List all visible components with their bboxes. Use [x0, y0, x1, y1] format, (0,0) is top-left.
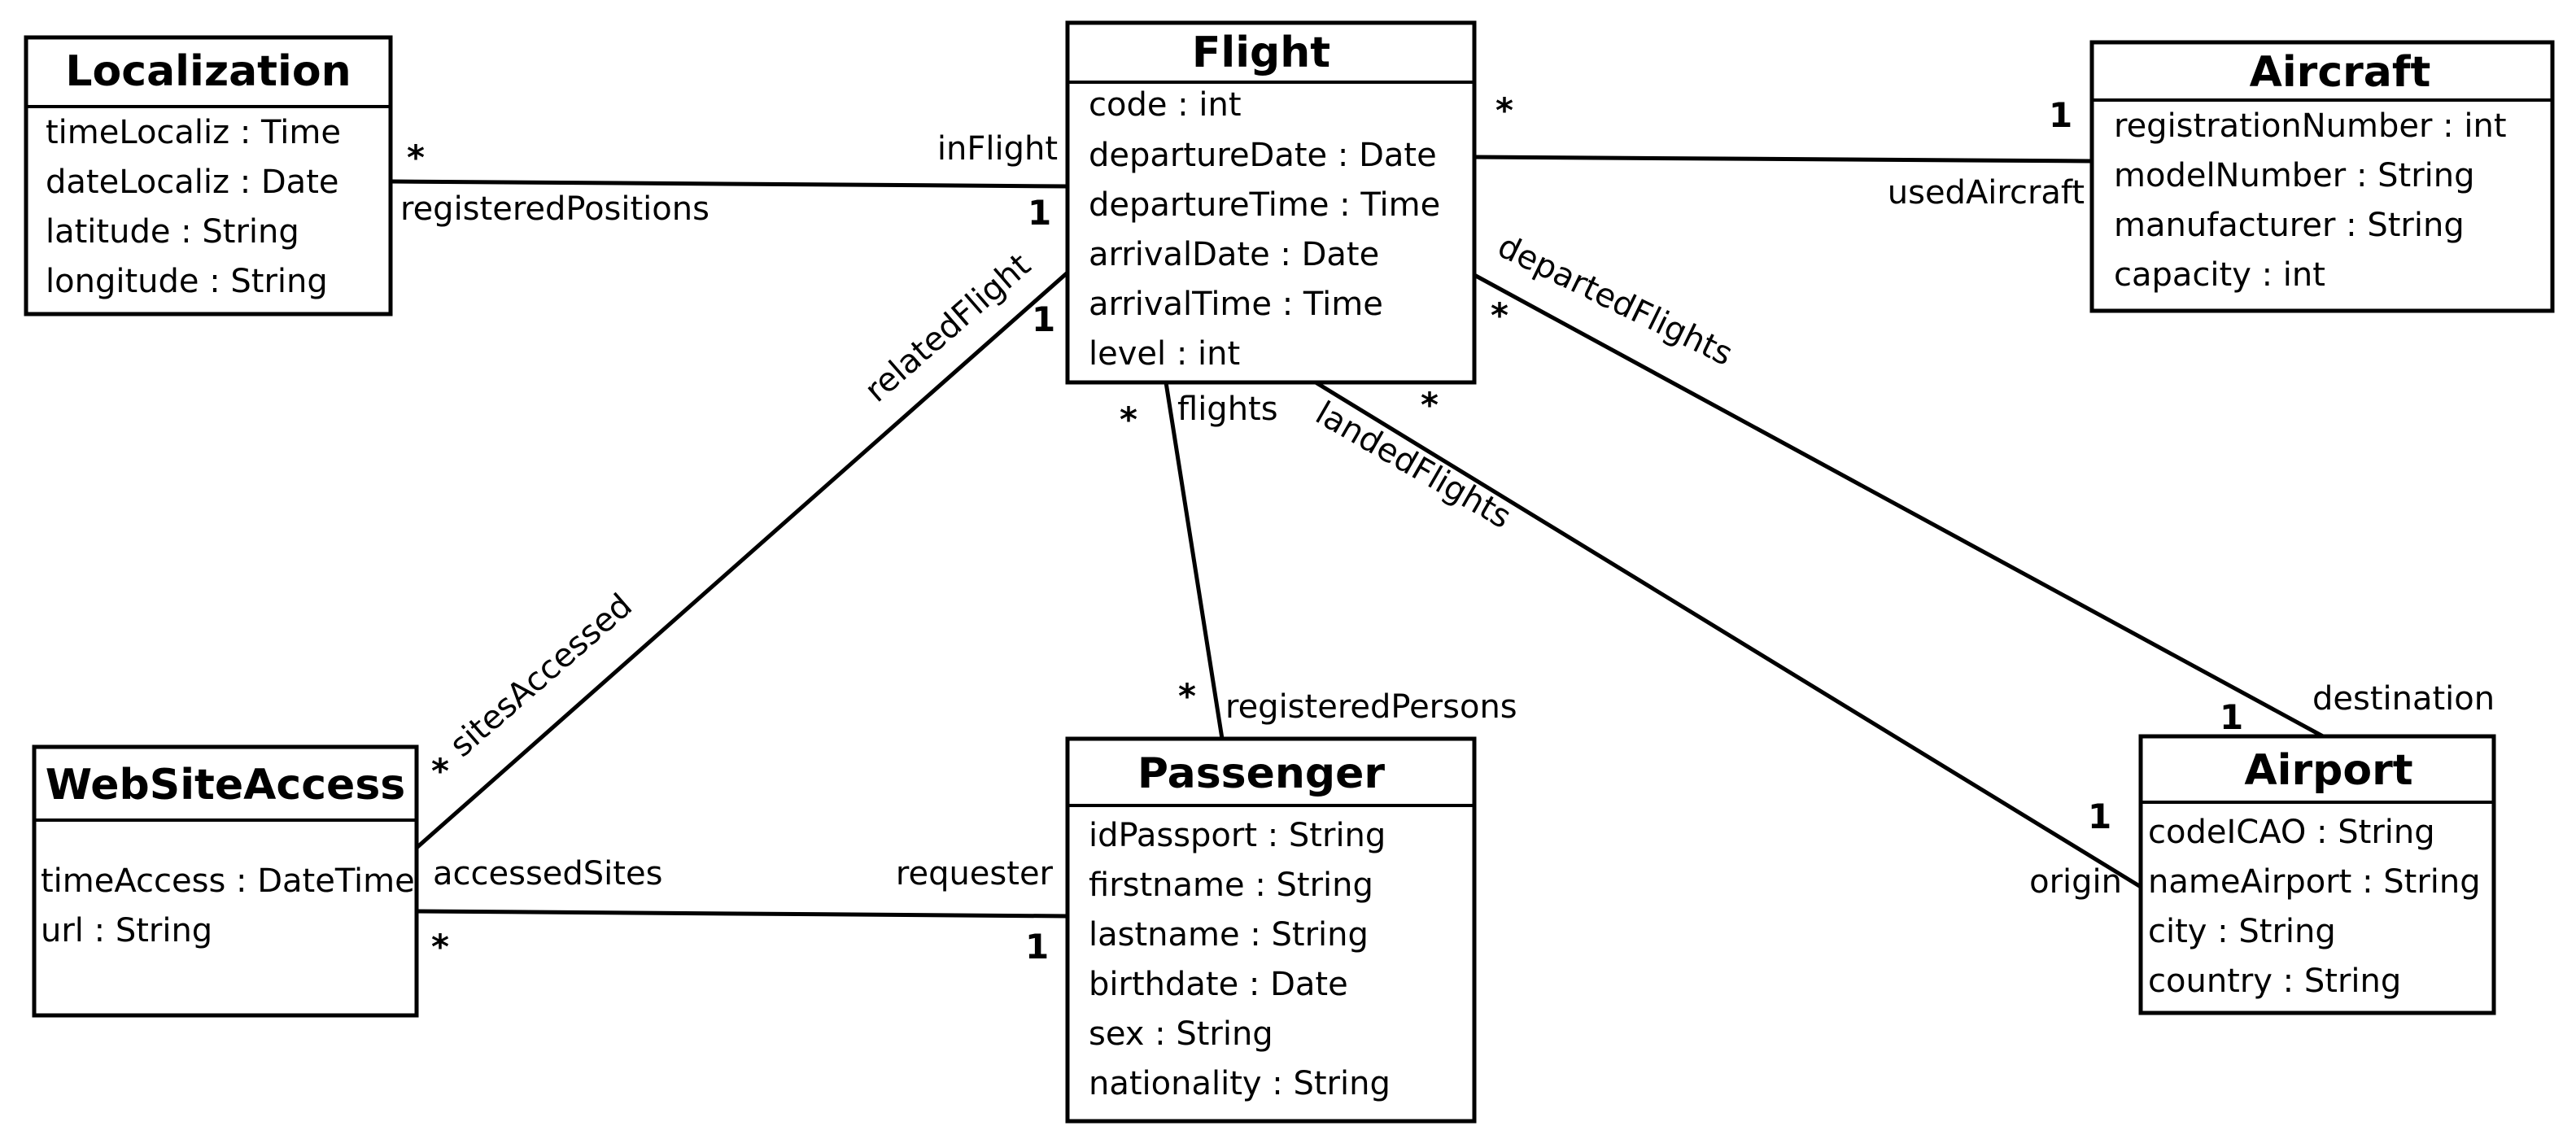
- multiplicity-flight-end: *: [1491, 295, 1508, 335]
- role-registered-persons: registeredPersons: [1225, 688, 1517, 726]
- class-attribute: lastname : String: [1089, 916, 1369, 954]
- association-flight-passenger: [1164, 382, 1225, 740]
- class-attribute: nameAirport : String: [2148, 863, 2481, 901]
- multiplicity-flight-end: 1: [1028, 193, 1051, 233]
- class-attribute: city : String: [2148, 913, 2336, 950]
- class-attribute: latitude : String: [46, 213, 299, 251]
- class-attribute: capacity : int: [2114, 256, 2325, 294]
- class-attribute: timeAccess : DateTime: [41, 862, 415, 900]
- association-flight-airport-landed: [1314, 380, 2142, 889]
- class-flight: Flight code : int departureDate : Date d…: [1065, 20, 1477, 385]
- class-attribute: departureDate : Date: [1089, 137, 1437, 174]
- role-related-flight: relatedFlight: [858, 247, 1037, 410]
- class-attribute: birthdate : Date: [1089, 966, 1348, 1003]
- class-aircraft: Aircraft registrationNumber : int modelN…: [2089, 40, 2555, 313]
- multiplicity-passenger-end: *: [1178, 676, 1196, 716]
- class-attribute: country : String: [2148, 962, 2401, 1000]
- class-attribute: timeLocaliz : Time: [46, 114, 341, 151]
- class-attribute: arrivalDate : Date: [1089, 236, 1379, 273]
- class-attribute: url : String: [41, 912, 212, 949]
- role-origin: origin: [2029, 863, 2122, 901]
- class-attribute: modelNumber : String: [2114, 157, 2475, 194]
- class-name: Localization: [65, 47, 351, 96]
- role-requester: requester: [896, 855, 1054, 893]
- multiplicity-websiteaccess-end: *: [431, 927, 449, 967]
- class-attribute: sex : String: [1089, 1015, 1273, 1053]
- association-websiteaccess-flight: [415, 271, 1069, 849]
- class-attribute: codeICAO : String: [2148, 814, 2435, 851]
- class-box: [2089, 40, 2555, 313]
- class-box: [2138, 734, 2496, 1015]
- class-attribute: departureTime : Time: [1089, 186, 1440, 224]
- multiplicity-airport-end: 1: [2220, 697, 2243, 737]
- class-attribute: manufacturer : String: [2114, 207, 2465, 244]
- class-websiteaccess: WebSiteAccess timeAccess : DateTime url …: [32, 744, 419, 1018]
- class-name: Passenger: [1137, 749, 1385, 798]
- role-registered-positions: registeredPositions: [400, 190, 709, 228]
- role-landed-flights: landedFlights: [1309, 395, 1517, 536]
- role-flights: flights: [1177, 391, 1278, 428]
- multiplicity-flight-end: *: [1495, 90, 1513, 130]
- association-websiteaccess-passenger: [416, 909, 1068, 919]
- class-name: WebSiteAccess: [46, 761, 405, 810]
- class-attribute: nationality : String: [1089, 1065, 1391, 1102]
- association-localization-flight: [390, 179, 1068, 189]
- class-box: [24, 35, 393, 316]
- multiplicity-websiteaccess-end: *: [431, 751, 449, 791]
- multiplicity-flight-end: 1: [1032, 299, 1055, 339]
- class-attribute: firstname : String: [1089, 866, 1373, 904]
- role-used-aircraft: usedAircraft: [1888, 174, 2085, 212]
- multiplicity-airport-end: 1: [2088, 797, 2111, 836]
- class-box: [32, 744, 419, 1018]
- class-attribute: idPassport : String: [1089, 817, 1386, 854]
- multiplicity-localization-end: *: [407, 137, 425, 177]
- class-name: Flight: [1192, 28, 1330, 77]
- multiplicity-passenger-end: 1: [1025, 927, 1049, 967]
- multiplicity-flight-end: *: [1421, 385, 1439, 425]
- class-attribute: code : int: [1089, 86, 1242, 124]
- association-flight-aircraft: [1474, 155, 2093, 164]
- class-passenger: Passenger idPassport : String firstname …: [1065, 736, 1477, 1124]
- role-in-flight: inFlight: [937, 130, 1058, 168]
- class-airport: Airport codeICAO : String nameAirport : …: [2138, 734, 2496, 1015]
- class-box: [1065, 736, 1477, 1124]
- class-attribute: dateLocaliz : Date: [46, 164, 339, 201]
- role-accessed-sites: accessedSites: [433, 855, 662, 893]
- multiplicity-flight-end: *: [1120, 399, 1137, 439]
- class-attribute: level : int: [1089, 335, 1240, 373]
- class-name: Aircraft: [2250, 48, 2431, 97]
- class-attribute: registrationNumber : int: [2114, 107, 2507, 145]
- multiplicity-aircraft-end: 1: [2049, 95, 2072, 135]
- class-localization: Localization timeLocaliz : Time dateLoca…: [24, 35, 393, 316]
- class-name: Airport: [2244, 746, 2412, 795]
- association-flight-airport-departed: [1473, 273, 2325, 739]
- role-destination: destination: [2312, 680, 2495, 718]
- class-attribute: longitude : String: [46, 263, 328, 300]
- class-attribute: arrivalTime : Time: [1089, 286, 1383, 323]
